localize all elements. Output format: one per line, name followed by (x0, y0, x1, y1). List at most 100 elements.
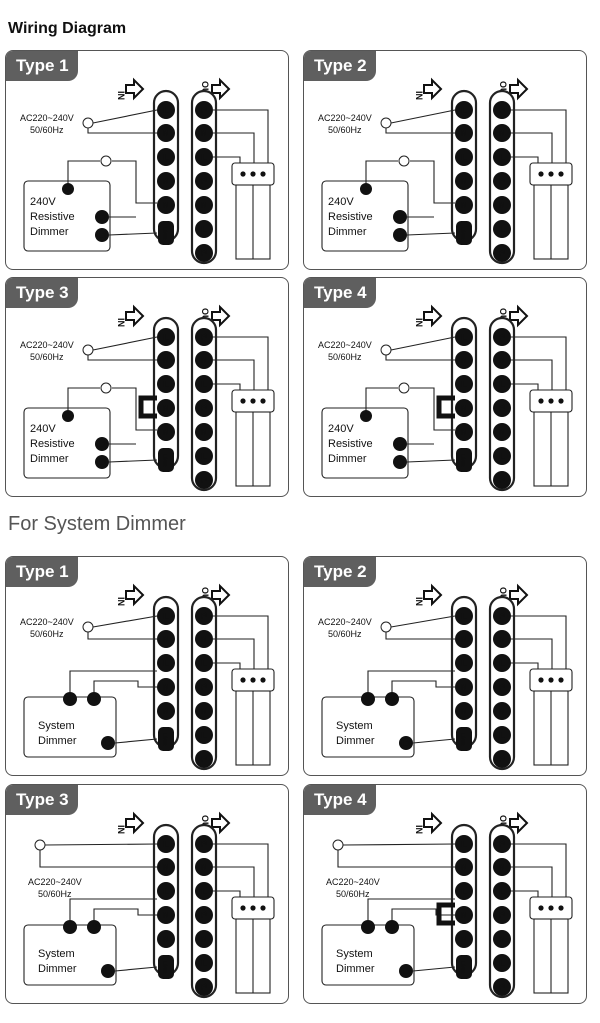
dimmer-text-0: 240V (30, 423, 56, 435)
out-terminal-2 (195, 882, 213, 900)
out-wire-p (213, 109, 269, 163)
in-terminal-3-label: N (162, 177, 169, 188)
out-terminal-0-label: P (201, 612, 208, 623)
dimmer-terminal-c (360, 183, 372, 195)
out-wire-n (213, 132, 255, 163)
wiring-diagram-svg: INOUTAC220~240V50/60Hz240VResistiveDimme… (20, 304, 275, 492)
in-terminal-4-label: N (162, 428, 169, 439)
out-terminal-4 (493, 196, 511, 214)
dimmer-text-1: Dimmer (336, 735, 375, 747)
in-terminal-2 (455, 654, 473, 672)
out-terminal-6-label: P (201, 983, 208, 994)
dimmer-text-1: Resistive (328, 211, 373, 223)
system-dimmer-section-title: For System Dimmer (8, 513, 186, 535)
out-terminal-3 (493, 906, 511, 924)
out-arrow-icon (509, 583, 529, 607)
dimmer-terminal-c (360, 410, 372, 422)
lamp-icon (100, 155, 112, 167)
dimmer-text-1: Resistive (30, 438, 75, 450)
in-terminal-4-label: N (162, 707, 169, 718)
dimmer-l1-wire (406, 459, 456, 463)
dimmer-terminal-l1 (399, 736, 413, 750)
in-terminal-4 (455, 196, 473, 214)
out-terminal-1-label: N (498, 356, 505, 367)
in-terminal-1 (157, 351, 175, 369)
in-terminal-1 (455, 124, 473, 142)
out-terminal-0-label: P (201, 333, 208, 344)
in-terminal-2-label: L (163, 153, 169, 164)
out-wire-p (511, 843, 567, 897)
out-arrow-icon (509, 811, 529, 835)
out-terminal-5-label: L (499, 225, 505, 236)
dimmer-terminal-n-label: N (91, 694, 98, 704)
dimmer-text-2: Dimmer (30, 226, 69, 238)
ac-source-icon (82, 621, 94, 633)
wiring-diagram-title: Wiring Diagram (8, 20, 127, 37)
out-terminal-3-label: P (201, 404, 208, 415)
terminal-line-label: LINE (161, 453, 167, 467)
out-terminal-6-label: P (201, 755, 208, 766)
supply-line-wire (390, 336, 456, 351)
dimmer-l-wire (69, 670, 157, 692)
out-terminal-4-label: N (498, 935, 505, 946)
out-terminal-0 (493, 835, 511, 853)
terminal-line (158, 221, 174, 245)
in-terminal-0-label: L (461, 106, 467, 117)
in-terminal-1-label: N (460, 635, 467, 646)
supply-voltage-label: AC220~240V (20, 617, 74, 627)
type-tab: Type 4 (304, 785, 376, 815)
in-terminal-3 (455, 172, 473, 190)
bridge-link-icon (138, 395, 157, 419)
supply-voltage-label: AC220~240V (318, 113, 372, 123)
connector-pin-icon (260, 905, 266, 911)
in-terminal-3 (455, 906, 473, 924)
dimmer-n-wire (93, 680, 157, 692)
in-terminal-1-label: N (162, 356, 169, 367)
in-arrow-icon (423, 77, 443, 101)
in-terminal-4 (157, 196, 175, 214)
supply-frequency-label: 50/60Hz (328, 352, 362, 362)
out-terminal-3 (195, 399, 213, 417)
in-terminal-3-label: N (460, 683, 467, 694)
dimmer-terminal-l-label: L (365, 922, 371, 932)
in-terminal-1-label: N (460, 863, 467, 874)
in-terminal-2-label: L (163, 659, 169, 670)
out-terminal-5-label: L (201, 731, 207, 742)
out-terminal-3-label: P (499, 911, 506, 922)
dimmer-load-wire (410, 160, 455, 204)
in-terminal-0-label: L (163, 840, 169, 851)
in-terminal-4 (455, 702, 473, 720)
connector-pin-icon (260, 171, 266, 177)
wiring-panel-resistive-4: INOUTAC220~240V50/60Hz240VResistiveDimme… (303, 277, 587, 497)
supply-frequency-label: 50/60Hz (328, 125, 362, 135)
in-terminal-4-label: N (162, 935, 169, 946)
wiring-panel-resistive-3: INOUTAC220~240V50/60Hz240VResistiveDimme… (5, 277, 289, 497)
connector-pin-icon (548, 171, 554, 177)
in-terminal-1-label: N (162, 635, 169, 646)
type-tab: Type 3 (6, 785, 78, 815)
connector-pin-icon (250, 171, 256, 177)
out-terminal-0 (195, 835, 213, 853)
in-terminal-2-label: L (461, 887, 467, 898)
supply-neutral-wire (385, 632, 455, 640)
in-terminal-4-label: N (460, 935, 467, 946)
ac-source-icon (380, 344, 392, 356)
out-terminal-0 (493, 101, 511, 119)
in-terminal-1-label: N (460, 356, 467, 367)
wiring-diagram-svg: INOUTAC220~240V50/60HzSystemDimmerLNL1LN… (321, 811, 573, 999)
in-terminal-0 (157, 835, 175, 853)
in-terminal-2 (455, 148, 473, 166)
out-terminal-4-label: N (200, 707, 207, 718)
dimmer-box (321, 407, 409, 479)
in-terminal-0-label: L (461, 612, 467, 623)
connector-pin-icon (250, 905, 256, 911)
dimmer-text-2: Dimmer (30, 453, 69, 465)
terminal-line-label: LINE (161, 960, 167, 974)
in-arrow-icon (423, 583, 443, 607)
out-terminal-2-label: L (201, 659, 207, 670)
dimmer-text-0: 240V (328, 196, 354, 208)
ac-source-icon (82, 117, 94, 129)
dimmer-terminal-l1 (95, 228, 109, 242)
out-terminal-5 (493, 447, 511, 465)
dimmer-terminal-l1-label: L1 (103, 967, 113, 976)
